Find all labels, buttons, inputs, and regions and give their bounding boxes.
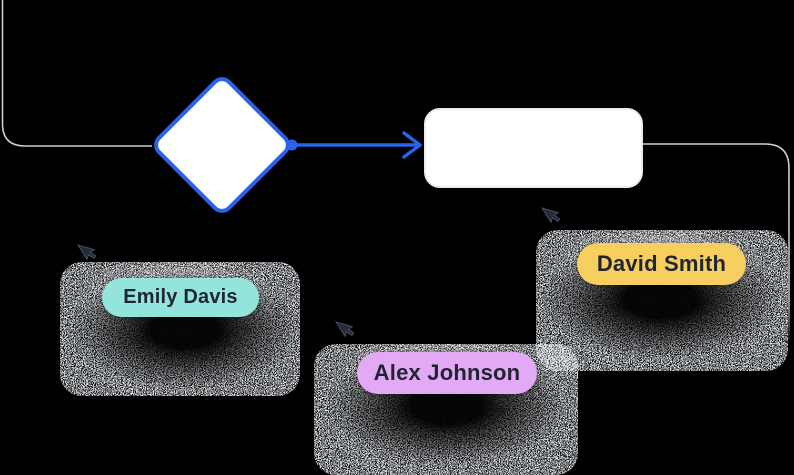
- cursor-icon: [540, 207, 561, 224]
- connector-incoming: [1, 0, 152, 147]
- collaborator-name: Alex Johnson: [373, 360, 521, 385]
- process-node-rectangle[interactable]: [424, 108, 643, 188]
- connector-outgoing: [643, 143, 790, 169]
- arrow-head-icon: [402, 131, 422, 159]
- collaborator-name: Emily Davis: [123, 286, 238, 308]
- pointer-arrow-icon: [76, 244, 97, 261]
- collaborator-name: David Smith: [596, 251, 727, 276]
- pointer-arrow-icon: [540, 207, 561, 224]
- cursor-icon: [76, 244, 97, 261]
- edge-anchor-dot: [286, 139, 298, 151]
- collaborator-label-alex: Alex Johnson: [357, 352, 537, 394]
- collaborator-label-emily: Emily Davis: [102, 278, 259, 317]
- cursor-icon: [334, 321, 355, 338]
- decision-node-diamond[interactable]: [152, 75, 292, 215]
- pointer-arrow-icon: [334, 321, 355, 338]
- collaborator-label-david: David Smith: [577, 243, 746, 285]
